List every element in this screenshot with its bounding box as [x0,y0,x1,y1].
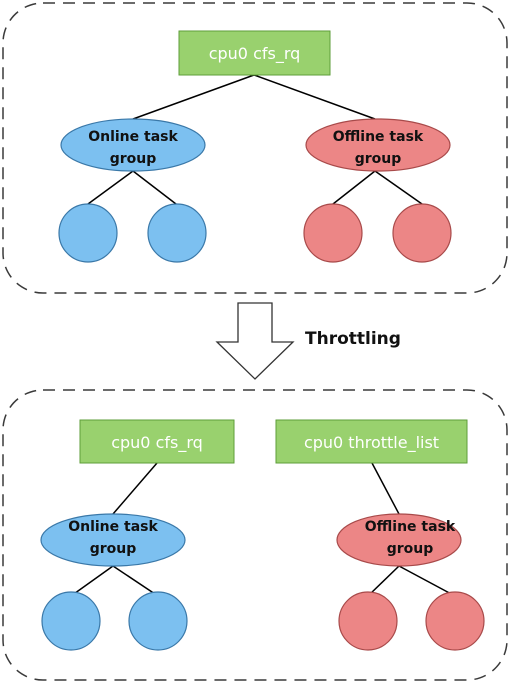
top-connectors [87,74,423,205]
top-online-group-line1: Online task [88,129,178,145]
bottom-offline-task-1 [338,591,398,651]
top-offline-group-line2: group [355,151,402,167]
bottom-online-group-line2: group [90,541,137,557]
top-online-task-2 [147,203,207,263]
top-online-group [60,118,206,172]
bottom-cfs-rq-label: cpu0 cfs_rq [111,433,203,453]
throttle-list-box [275,419,468,464]
bottom-connectors [70,462,456,597]
bottom-online-task-2 [128,591,188,651]
top-online-group-line2: group [110,151,157,167]
top-cfs-rq-box [178,30,331,76]
throttling-label: Throttling [305,329,401,349]
top-online-task-1 [58,203,118,263]
bottom-online-group [40,513,186,567]
top-offline-task-2 [392,203,452,263]
top-offline-group [305,118,451,172]
bottom-online-group-line1: Online task [68,519,158,535]
throttle-list-label: cpu0 throttle_list [304,433,439,453]
bottom-offline-group [336,513,462,567]
top-panel-border [2,2,508,294]
bottom-offline-task-2 [425,591,485,651]
top-cfs-rq-label: cpu0 cfs_rq [209,44,301,64]
bottom-panel-border [2,389,508,681]
top-offline-group-line1: Offline task [333,129,424,145]
down-arrow-icon [215,302,295,380]
bottom-cfs-rq-box [79,419,235,464]
bottom-offline-group-line1: Offline task [365,519,456,535]
top-offline-task-1 [303,203,363,263]
bottom-offline-group-line2: group [387,541,434,557]
bottom-online-task-1 [41,591,101,651]
